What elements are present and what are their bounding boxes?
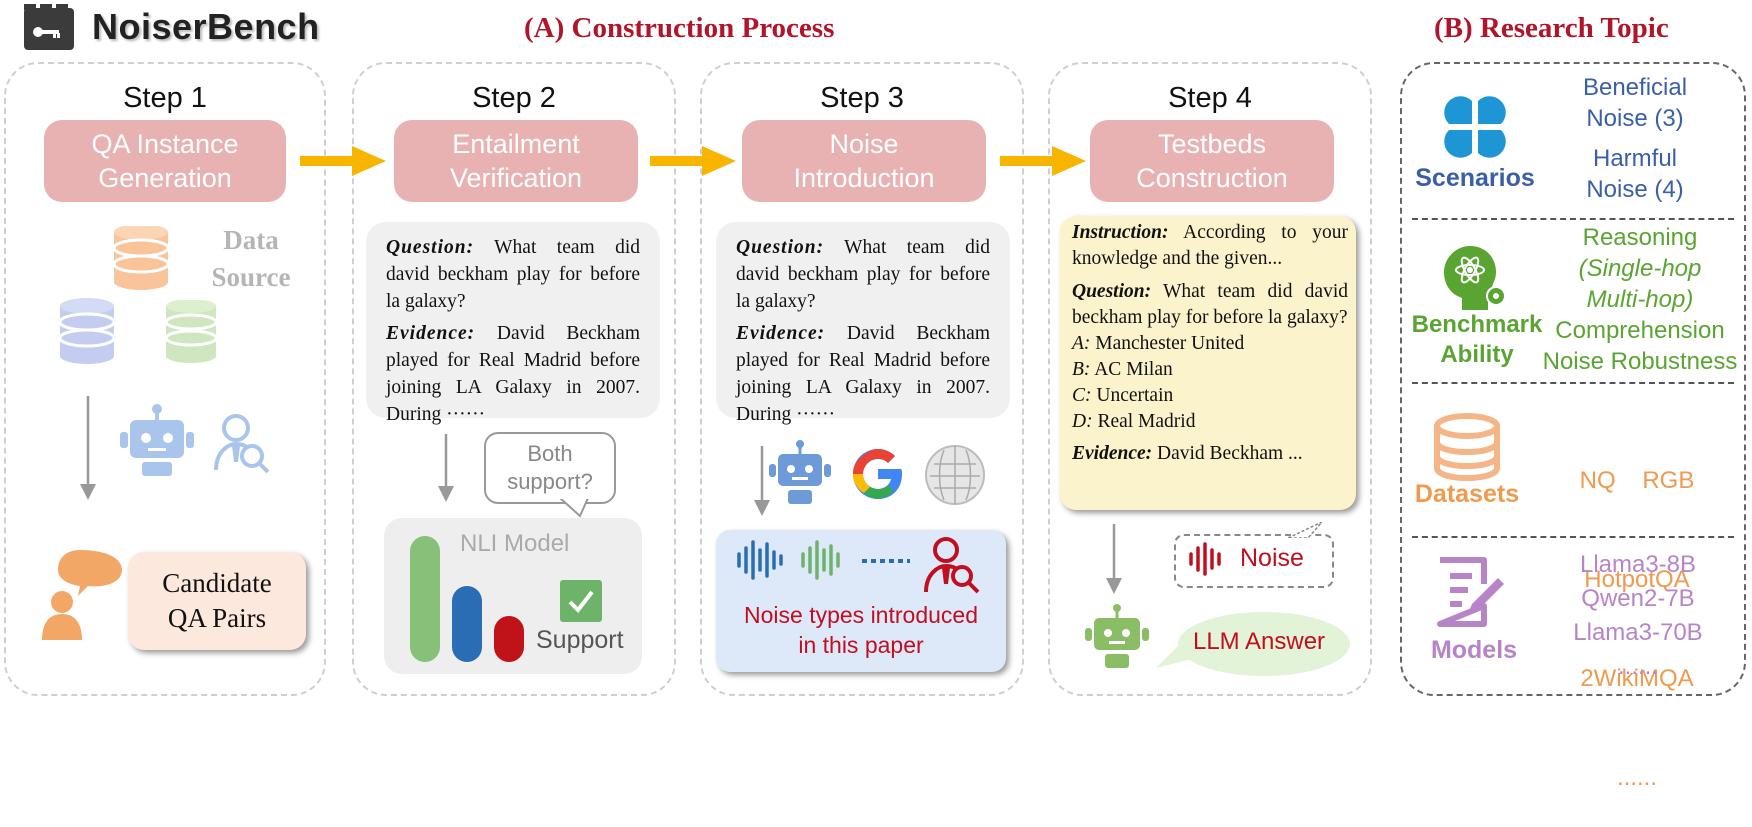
step1-label: Step 1: [123, 82, 207, 114]
robot-icon: [1085, 604, 1149, 668]
step1-panel: [4, 62, 326, 696]
sound-wave-icon: [1189, 542, 1221, 576]
search-user-icon: [214, 414, 270, 474]
arrow-down-icon: [80, 396, 96, 500]
scenarios-label: Scenarios: [1415, 164, 1535, 192]
divider: [1412, 536, 1734, 538]
arrow-down-icon: [754, 446, 770, 516]
option-item: A: Manchester United: [1072, 333, 1245, 354]
option-item: C: Uncertain: [1072, 385, 1174, 406]
noise-label: Noise: [1240, 544, 1304, 572]
step3-label: Step 3: [820, 82, 904, 114]
step2-panel: [352, 62, 676, 696]
arrow-right-icon: [1000, 146, 1086, 176]
noise-bubble: [1174, 534, 1334, 588]
step3-panel: [700, 62, 1024, 696]
nli-bar: [410, 536, 440, 662]
option-item: D: Real Madrid: [1072, 411, 1196, 432]
arrow-down-icon: [1106, 524, 1122, 594]
step4-panel: [1048, 62, 1372, 696]
robot-icon: [769, 440, 831, 504]
step2-qa-card: Question: What team did david beckham pl…: [366, 222, 660, 425]
option-item: B: AC Milan: [1072, 359, 1173, 380]
robot-icon: [120, 404, 194, 476]
bubble-tail: [1288, 522, 1322, 538]
logo-icon: [24, 4, 74, 50]
check-icon: [560, 580, 602, 622]
ability-list: Reasoning (Single-hop Multi-hop) Compreh…: [1542, 224, 1738, 375]
research-topic-panel: [1400, 62, 1746, 696]
bubble-tail: [560, 496, 590, 518]
search-user-icon: [924, 537, 980, 594]
database-icon: [164, 300, 218, 363]
scenarios-list: Beneficial Noise (3) Harmful Noise (4): [1582, 74, 1688, 203]
answer-bubble: [1156, 612, 1350, 676]
datasets-label: Datasets: [1414, 480, 1520, 508]
datasets-icon: [1434, 413, 1500, 482]
nli-model-title: NLI Model: [460, 530, 570, 557]
google-icon: [853, 449, 902, 499]
step2-label: Step 2: [472, 82, 556, 114]
divider: [1412, 218, 1734, 220]
clover-icon: [1444, 96, 1506, 158]
section-a-title: (A) Construction Process: [524, 12, 835, 44]
document-edit-icon: [1437, 557, 1504, 627]
testbed-card: Instruction: According to your knowledge…: [1060, 216, 1356, 510]
arrow-down-icon: [438, 434, 454, 502]
llm-answer-label: LLM Answer: [1192, 628, 1326, 655]
models-list: Llama3-8B Qwen2-7B Llama3-70B ......: [1573, 551, 1703, 680]
sound-wave-icon: [801, 540, 840, 580]
brain-head-icon: [1444, 246, 1506, 310]
step4-label: Step 4: [1168, 82, 1252, 114]
arrow-right-icon: [300, 146, 386, 176]
step3-qa-card: Question: What team did david beckham pl…: [716, 222, 1010, 425]
nli-bar: [452, 586, 482, 662]
section-b-title: (B) Research Topic: [1434, 12, 1669, 44]
arrow-right-icon: [650, 146, 736, 176]
models-label: Models: [1430, 636, 1518, 664]
divider: [1412, 382, 1734, 384]
brand-title: NoiserBench: [92, 6, 320, 47]
support-label: Support: [536, 626, 624, 654]
dots-icon: [862, 559, 910, 563]
nli-bar: [494, 616, 524, 662]
wikipedia-icon: [925, 445, 985, 505]
user-chat-icon: [42, 550, 122, 640]
sound-wave-icon: [737, 540, 783, 580]
